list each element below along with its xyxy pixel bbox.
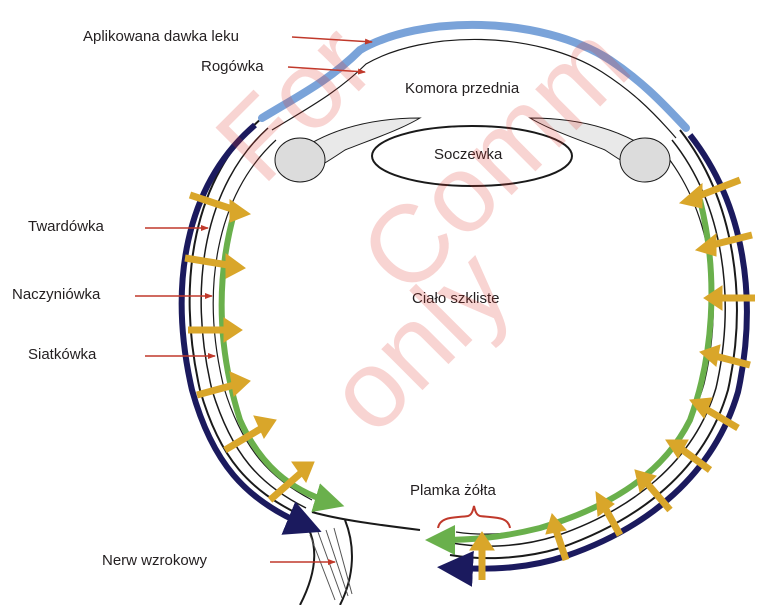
penetration-arrow-head <box>546 514 566 534</box>
label-choroid: Naczyniówka <box>12 286 100 304</box>
penetration-arrow-head <box>230 200 250 222</box>
penetration-arrows <box>185 180 755 580</box>
label-optic-nerve: Nerw wzrokowy <box>102 552 207 570</box>
label-lens: Soczewka <box>434 146 502 164</box>
leader-applied-dose <box>292 37 372 42</box>
penetration-arrow-head <box>224 318 242 342</box>
ciliary-body-right <box>620 138 670 182</box>
leader-cornea <box>288 67 365 72</box>
label-anterior-chamber: Komora przednia <box>405 80 519 98</box>
penetration-arrow-head <box>230 372 250 396</box>
penetration-arrow <box>556 530 566 560</box>
ciliary-body-left <box>275 138 325 182</box>
label-cornea: Rogówka <box>201 58 264 76</box>
applied-dose-layer <box>262 25 686 128</box>
retina-outline-right <box>456 150 713 534</box>
label-applied-dose: Aplikowana dawka leku <box>83 28 239 46</box>
macula-brace <box>438 506 510 528</box>
optic-nerve-shape <box>300 512 420 605</box>
label-macula: Plamka żółta <box>410 482 496 500</box>
penetration-arrow-head <box>226 254 245 278</box>
label-vitreous-body: Ciało szkliste <box>412 290 500 308</box>
penetration-arrow <box>197 385 234 395</box>
penetration-arrow-head <box>680 184 702 208</box>
penetration-arrow <box>604 506 620 535</box>
label-retina: Siatkówka <box>28 346 96 364</box>
optic-nerve-fibers <box>310 528 352 600</box>
outer-transport-arrow-left <box>182 125 305 525</box>
inner-transport-arrow-left <box>222 210 330 502</box>
label-sclera: Twardówka <box>28 218 104 236</box>
